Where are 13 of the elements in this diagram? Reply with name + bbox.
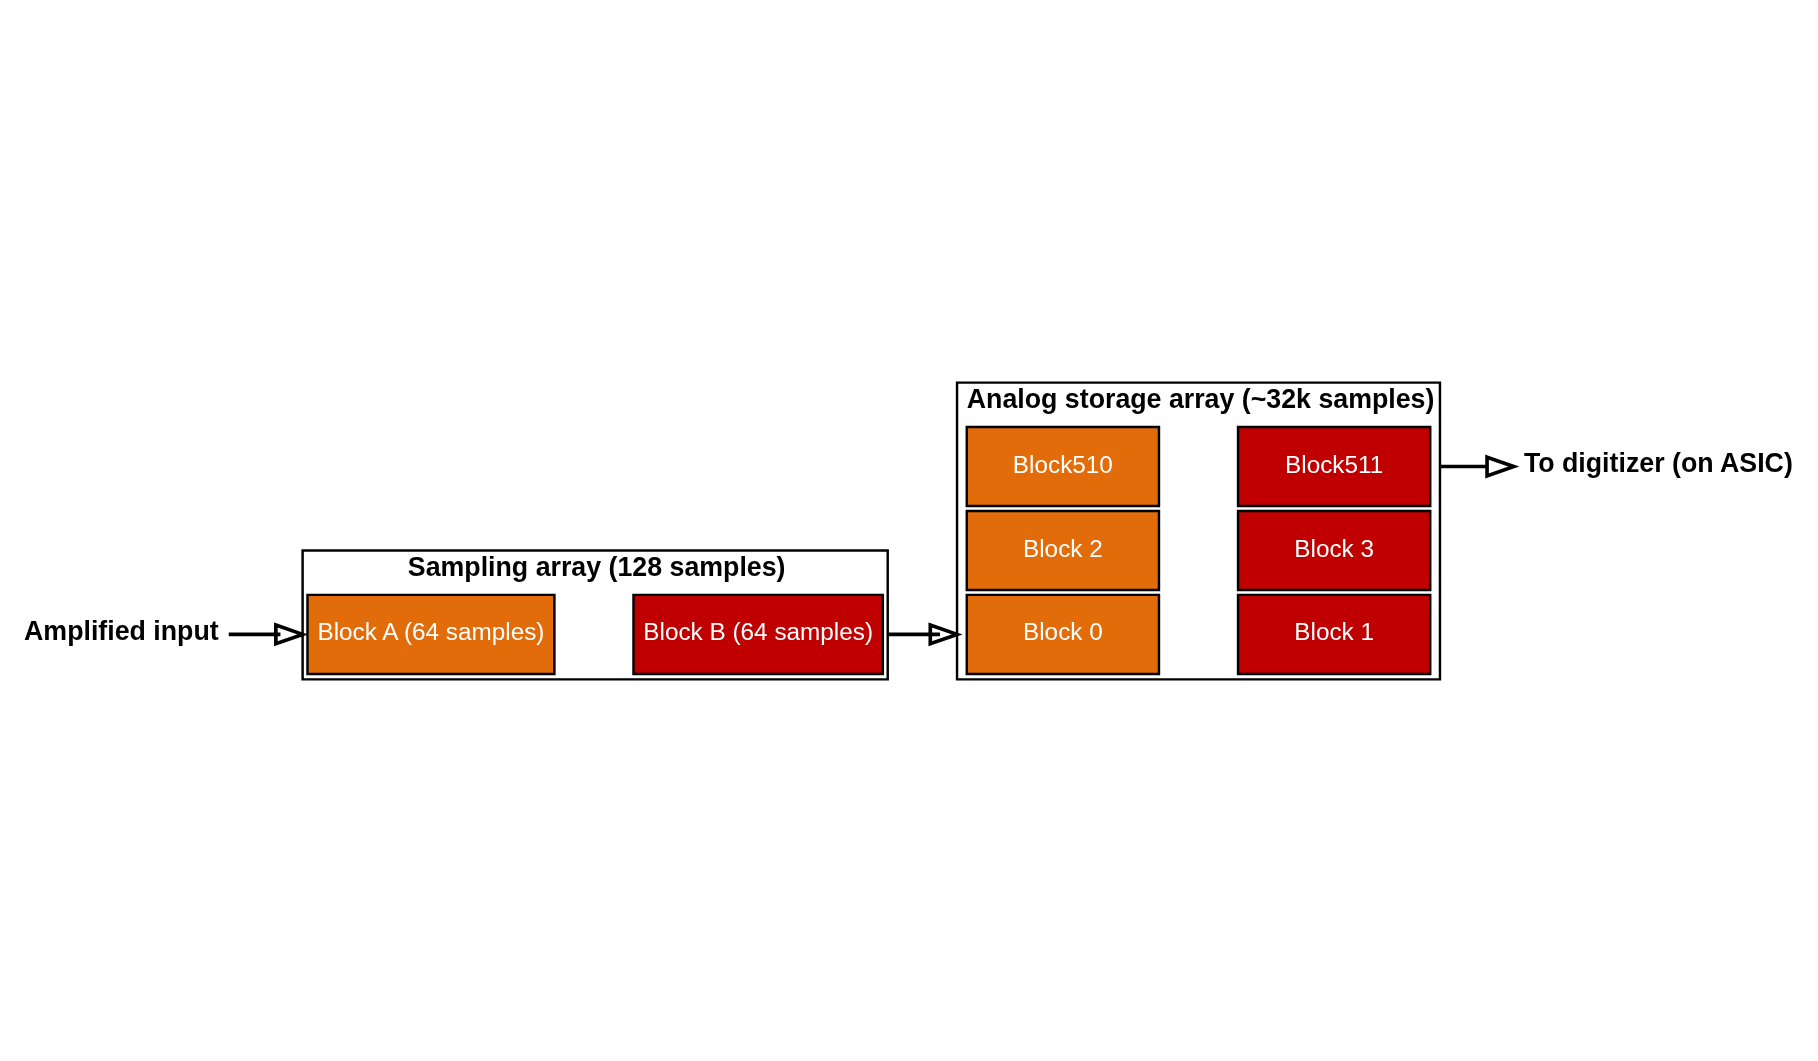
node-box: Block B (64 samples) bbox=[632, 593, 885, 675]
node-text: Amplified input bbox=[24, 615, 219, 646]
node-box: Block510 bbox=[965, 425, 1161, 507]
node-box: Block 1 bbox=[1236, 593, 1432, 675]
node-box: Block 3 bbox=[1236, 509, 1432, 591]
node-box: Block511 bbox=[1236, 425, 1432, 507]
node-box: Block 0 bbox=[965, 593, 1161, 675]
arrow bbox=[1439, 454, 1520, 478]
node-box: Block 2 bbox=[965, 509, 1161, 591]
arrow bbox=[887, 621, 963, 646]
arrow bbox=[228, 621, 309, 646]
node-box: Block A (64 samples) bbox=[306, 593, 556, 675]
node-text: To digitizer (on ASIC) bbox=[1523, 447, 1793, 478]
